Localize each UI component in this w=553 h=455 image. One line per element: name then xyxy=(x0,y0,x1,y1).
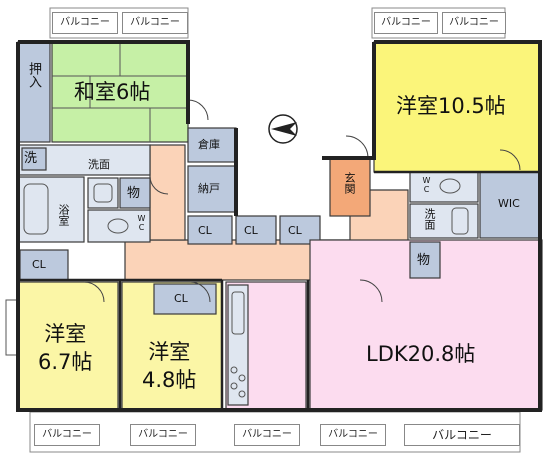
yoshitsu-67-label: 洋室 6.7帖 xyxy=(38,322,93,374)
mono1-area xyxy=(119,177,151,209)
balcony-label: バルコニー xyxy=(442,12,506,34)
cl-label: CL xyxy=(174,292,188,305)
cl-label: CL xyxy=(32,258,46,271)
yoshitsu-105-label: 洋室10.5帖 xyxy=(396,94,506,118)
sink-box xyxy=(87,177,119,209)
yokushitsu-label: 浴室 xyxy=(57,204,70,226)
cl-label: CL xyxy=(244,224,258,237)
bathtub xyxy=(23,183,49,235)
yoshitsu-48-label: 洋室 4.8帖 xyxy=(142,340,197,392)
wc1-area xyxy=(87,209,151,243)
kitchen-sink xyxy=(231,291,245,335)
senmen2-area xyxy=(409,203,479,239)
north-arrow-icon xyxy=(268,114,298,144)
balcony-label: バルコニー xyxy=(122,12,188,34)
nando-area xyxy=(187,165,237,213)
balcony-label: バルコニー xyxy=(404,424,520,446)
genkan-area xyxy=(329,157,371,217)
cl-67 xyxy=(19,249,69,281)
sen-label: 洗 xyxy=(24,151,38,166)
oshiire-area xyxy=(17,41,51,143)
senmen2-label: 洗面 xyxy=(423,208,436,230)
balcony-label: バルコニー xyxy=(34,424,100,446)
mono2-label: 物 xyxy=(417,253,431,268)
cl-hall-3 xyxy=(279,215,321,245)
toilet2 xyxy=(439,178,461,194)
cl-label: CL xyxy=(198,224,212,237)
outer-walls xyxy=(16,40,542,412)
toilet1 xyxy=(107,218,129,234)
wic-area xyxy=(479,171,541,239)
senmen-label: 洗面 xyxy=(88,158,110,171)
nando-label: 納戸 xyxy=(198,182,220,195)
balcony-label: バルコニー xyxy=(130,424,196,446)
balcony-label: バルコニー xyxy=(320,424,386,446)
stove-burners xyxy=(230,366,246,398)
wc2-area xyxy=(409,171,479,203)
sink2 xyxy=(451,207,469,235)
souko-area xyxy=(187,127,237,163)
balcony-label: バルコニー xyxy=(374,12,438,34)
yokushitsu-area xyxy=(17,176,85,243)
door-swings xyxy=(83,99,521,303)
mono1-label: 物 xyxy=(127,186,141,201)
cl-hall-1 xyxy=(187,215,233,245)
sen-box xyxy=(21,147,47,171)
sink xyxy=(93,183,113,203)
genkan-label: 玄関 xyxy=(343,172,356,194)
hallway-left xyxy=(149,144,186,241)
yoshitsu-67-area xyxy=(17,281,119,411)
balcony-label: バルコニー xyxy=(52,12,118,34)
souko-label: 倉庫 xyxy=(198,138,220,151)
ldk-label: LDK20.8帖 xyxy=(366,342,476,366)
cl-label: CL xyxy=(288,224,302,237)
oshiire-label: 押入 xyxy=(26,62,41,88)
washitsu-label: 和室6帖 xyxy=(74,80,151,104)
wc1-label: WC xyxy=(137,214,146,232)
balcony-label: バルコニー xyxy=(234,424,300,446)
wic-label: WIC xyxy=(498,197,520,210)
wc2-label: WC xyxy=(422,176,431,194)
cl-hall-2 xyxy=(235,215,277,245)
mono2-area xyxy=(409,241,441,279)
tatami-lines xyxy=(52,42,188,142)
